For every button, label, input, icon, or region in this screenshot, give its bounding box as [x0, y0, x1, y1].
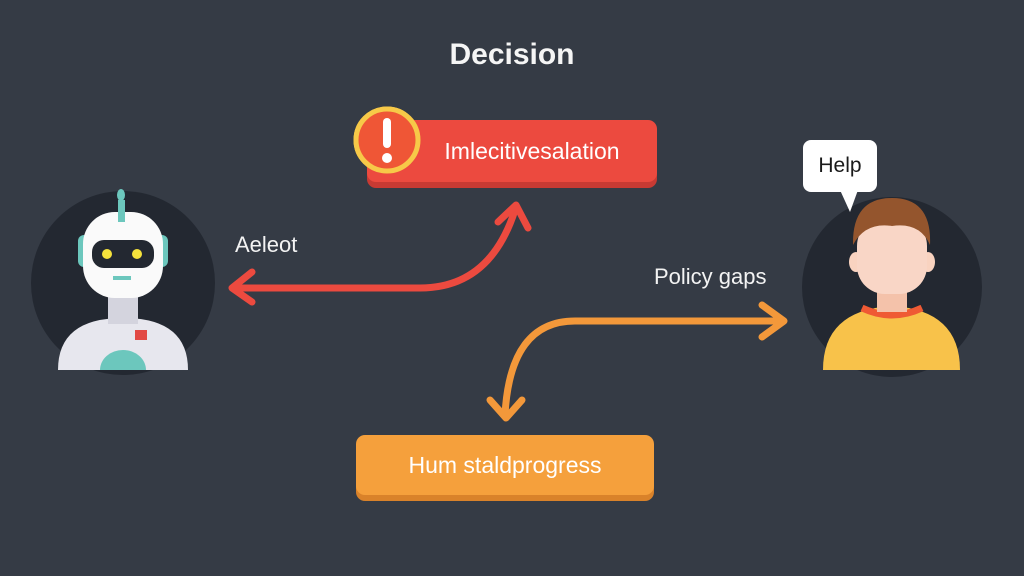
progress-box: Hum staldprogress [356, 435, 654, 495]
progress-label: Hum staldprogress [408, 451, 602, 478]
policy-gaps-label: Policy gaps [654, 264, 767, 289]
speech-bubble: Help [803, 140, 877, 192]
escalation-box: Imlecitivesalation [367, 120, 657, 182]
red-arrow [228, 201, 532, 306]
human-avatar [802, 197, 982, 377]
diagram-title: Decision [449, 38, 575, 71]
escalation-label: Imlecitivesalation [444, 137, 620, 164]
orange-arrow [486, 301, 788, 422]
robot-label: Aeleot [235, 232, 298, 257]
robot-avatar [31, 189, 215, 375]
